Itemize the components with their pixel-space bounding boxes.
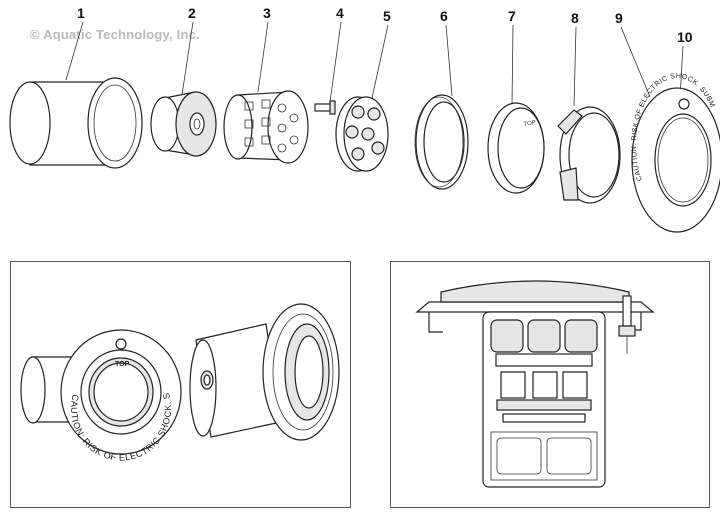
assembled-top-label: TOP — [115, 361, 130, 368]
part-ring-screw — [678, 98, 690, 110]
cross-section-modules — [490, 319, 598, 423]
callout-10: 10 — [677, 29, 693, 45]
cross-section-panel — [390, 261, 710, 508]
callout-5: 5 — [383, 8, 391, 24]
callout-9: 9 — [615, 10, 623, 26]
assembled-housing-pulled — [189, 323, 282, 438]
callout-8: 8 — [571, 10, 579, 26]
copyright-watermark: © Aquatic Technology, Inc. — [30, 27, 200, 42]
callout-3: 3 — [263, 5, 271, 21]
callout-2: 2 — [188, 5, 196, 21]
callout-6: 6 — [440, 8, 448, 24]
cross-section-fitting — [618, 295, 636, 354]
leader-lines — [65, 21, 684, 107]
callout-7: 7 — [508, 8, 516, 24]
callout-1: 1 — [77, 5, 85, 21]
part-lens: TOP — [487, 102, 545, 194]
part-screw — [314, 100, 336, 115]
callout-4: 4 — [336, 5, 344, 21]
exploded-parts-diagram: TOP CAUTION: RISK OF ELECTRIC SHOCK. SUB… — [0, 0, 720, 233]
lens-top-label: TOP — [523, 120, 536, 128]
assembled-wall-niche — [262, 303, 340, 441]
part-clamp-band — [557, 106, 621, 204]
part-reflector — [150, 91, 217, 157]
assembled-view-panel: CAUTION: RISK OF ELECTRIC SHOCK. SUBMERS… — [10, 261, 351, 508]
cross-section-drawing — [415, 280, 655, 488]
assembled-view-drawing: CAUTION: RISK OF ELECTRIC SHOCK. SUBMERS… — [11, 262, 340, 463]
part-gasket-ring — [414, 94, 469, 190]
part-housing-can — [9, 77, 143, 169]
part-lens-plate — [335, 96, 389, 172]
part-led-module — [223, 90, 309, 164]
